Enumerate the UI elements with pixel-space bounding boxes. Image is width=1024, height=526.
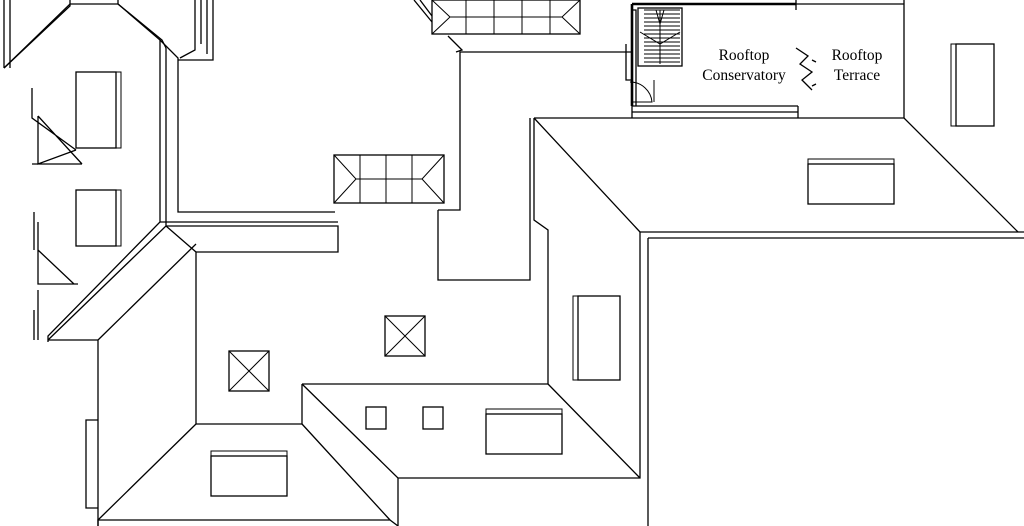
left-wing-roof bbox=[3, 0, 335, 342]
terrace-label-line1: Rooftop bbox=[832, 47, 883, 64]
rooftop-stair bbox=[637, 7, 683, 67]
terrace-label-line2: Terrace bbox=[834, 67, 880, 84]
south-west-roof bbox=[48, 243, 399, 526]
left-wing-skylights bbox=[75, 71, 122, 247]
rooftop-terrace-label: Rooftop Terrace bbox=[832, 47, 883, 84]
east-roof bbox=[572, 0, 1024, 526]
south-east-roof bbox=[301, 117, 1024, 526]
roof-vent-1 bbox=[384, 315, 426, 357]
conservatory-label-line2: Conservatory bbox=[702, 67, 786, 84]
hip-skylight-a bbox=[333, 154, 445, 204]
central-lightwell bbox=[413, 0, 633, 281]
rooftop-conservatory-label: Rooftop Conservatory bbox=[702, 47, 786, 84]
rooftop-rooms bbox=[625, 0, 904, 118]
roof-vent-2 bbox=[228, 350, 270, 392]
conservatory-label-line1: Rooftop bbox=[719, 47, 770, 64]
